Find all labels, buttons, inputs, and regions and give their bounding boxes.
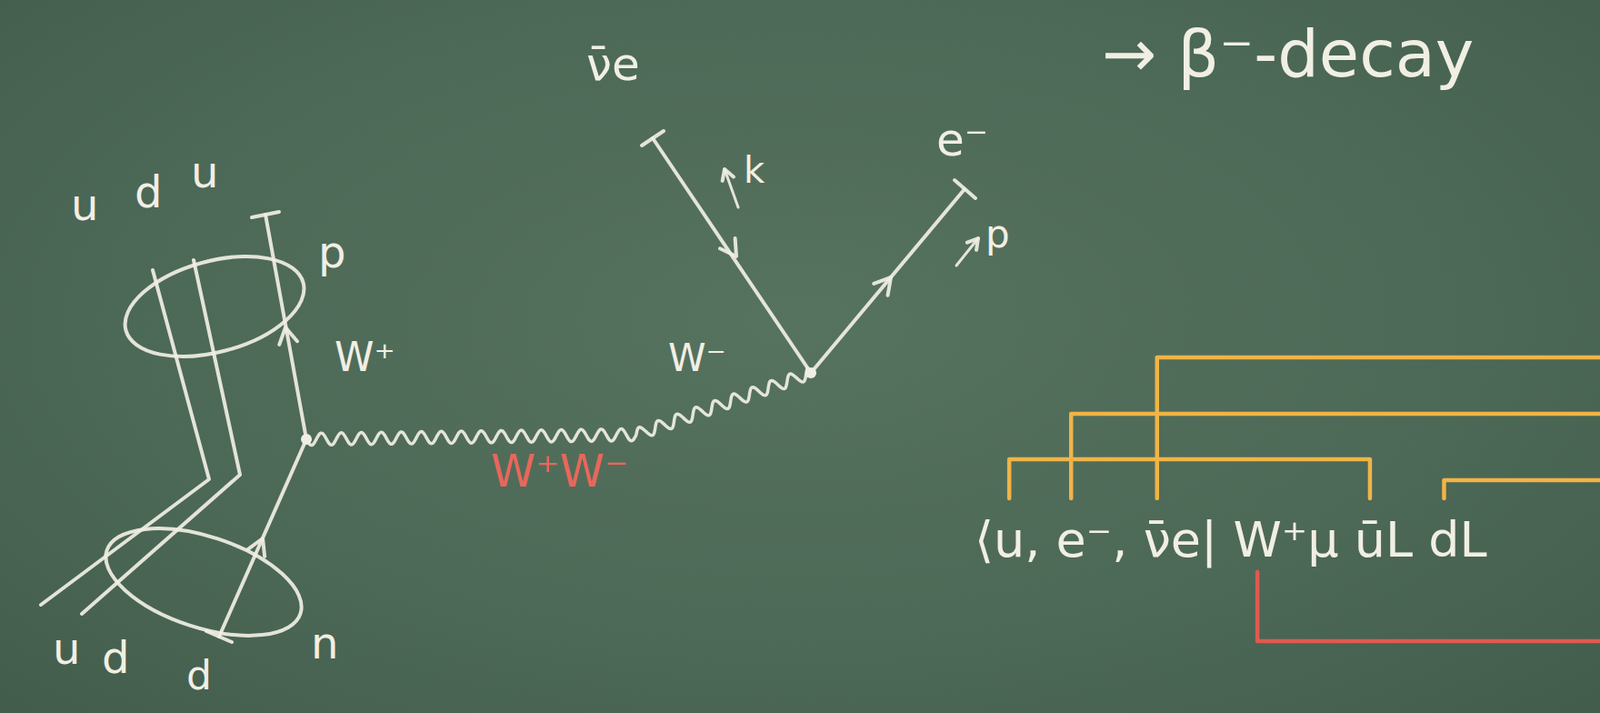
- contraction-bracket: [1070, 413, 1600, 499]
- hadron-label: p: [318, 229, 346, 275]
- vertex-dot: [805, 367, 817, 379]
- contraction-bracket: [1009, 459, 1370, 499]
- momentum-label: p: [985, 214, 1010, 255]
- contraction-expression: ⟨u, e⁻, ν̄e| W⁺μ ūL dL: [974, 514, 1488, 567]
- endpoint-bar: [251, 211, 280, 218]
- contraction-bracket: [1257, 571, 1600, 641]
- quark-label: u: [70, 181, 99, 228]
- contraction-bracket: [1157, 357, 1600, 499]
- quark-label: d: [186, 654, 212, 697]
- decay-title: → β⁻-decay: [1101, 20, 1474, 90]
- endpoint-bar: [954, 180, 976, 199]
- spectator-quark-line: [40, 270, 210, 605]
- quark-label: u: [190, 149, 219, 195]
- boson-label: W⁺: [334, 336, 396, 379]
- endpoint-bar: [206, 630, 232, 642]
- contraction-bracket: [1443, 480, 1600, 499]
- w-boson-wave: [306, 368, 808, 446]
- active-quark-line: [219, 214, 307, 637]
- quark-label: u: [52, 625, 80, 671]
- boson-label: W⁺W⁻: [490, 447, 630, 496]
- spectator-quark-line: [81, 260, 240, 614]
- quark-label: d: [134, 169, 162, 215]
- boson-label: W⁻: [668, 338, 727, 379]
- momentum-arrow: [724, 169, 739, 208]
- momentum-label: k: [743, 150, 765, 190]
- arrowheads: [248, 169, 979, 557]
- particle-label: ν̄e: [586, 40, 640, 90]
- particle-label: e⁻: [936, 116, 989, 165]
- momentum-arrow: [956, 238, 979, 266]
- vertex-dot: [300, 433, 312, 445]
- quark-label: d: [101, 634, 130, 680]
- electron-line: [810, 189, 965, 373]
- hadron-label: n: [310, 620, 339, 666]
- endpoint-bar: [641, 130, 664, 146]
